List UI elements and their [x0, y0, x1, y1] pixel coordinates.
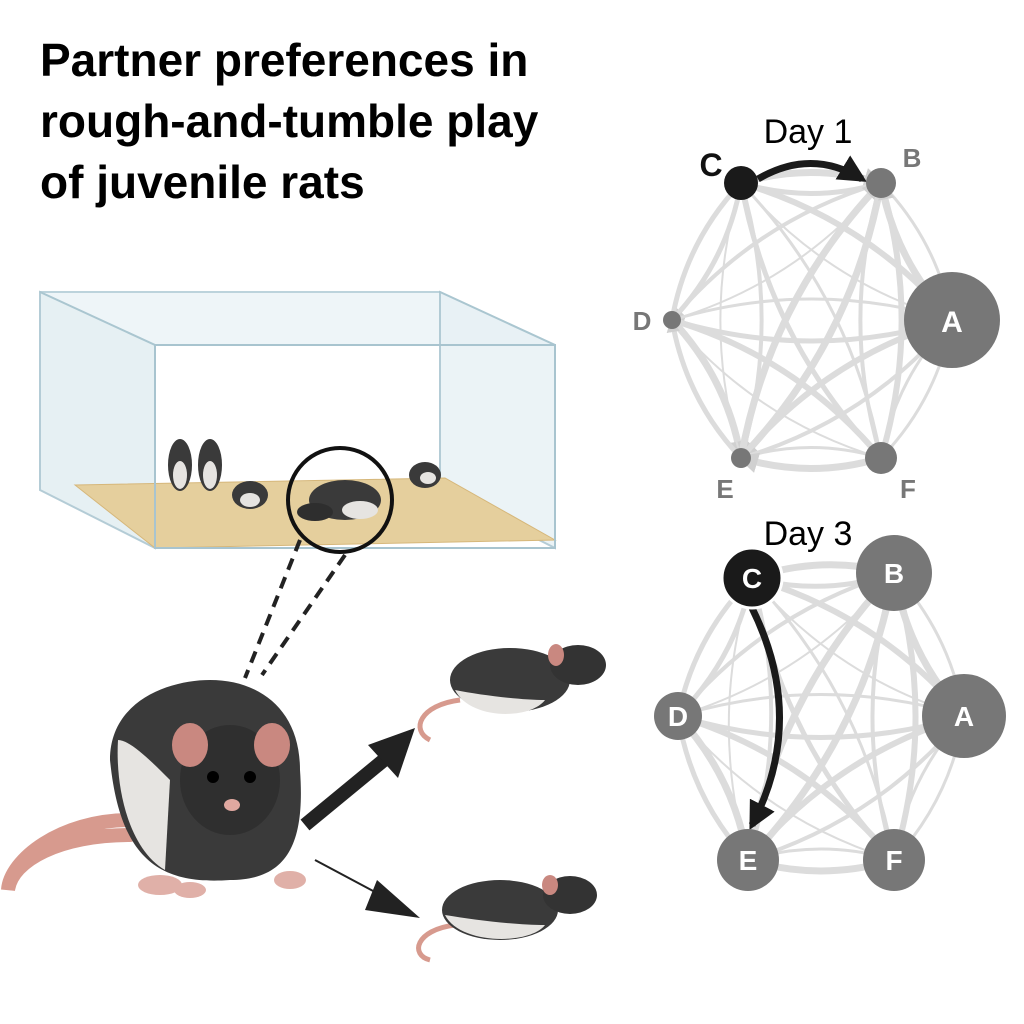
zoom-circle — [286, 446, 394, 554]
node-label: C — [699, 147, 722, 183]
node-A: A — [904, 272, 1000, 368]
title-line-3: of juvenile rats — [40, 156, 365, 208]
network-edge — [719, 181, 743, 459]
node-label: E — [716, 474, 733, 504]
node-A: A — [922, 674, 1006, 758]
network-edge — [737, 179, 884, 459]
highlight-edge — [756, 155, 867, 183]
node-circle — [654, 692, 702, 740]
node-circle — [863, 829, 925, 891]
node-label: D — [633, 306, 652, 336]
node-C: C — [699, 147, 758, 200]
network-day-3: C B A D E F Day 3 — [654, 515, 1006, 891]
node-E: E — [716, 448, 751, 504]
node-circle — [717, 829, 779, 891]
node-circle — [904, 272, 1000, 368]
node-label: A — [941, 306, 963, 339]
zoom-line — [243, 539, 302, 679]
node-label: D — [668, 701, 688, 732]
node-circle — [731, 448, 751, 468]
node-circle — [922, 674, 1006, 758]
zoom-line — [260, 553, 347, 677]
node-circle — [663, 311, 681, 329]
node-circle — [720, 546, 784, 610]
node-F: F — [863, 829, 925, 891]
node-label: E — [739, 845, 758, 876]
network-edge — [858, 180, 884, 459]
network-edge — [735, 180, 883, 460]
node-D: D — [633, 306, 681, 336]
node-F: F — [865, 442, 916, 504]
tank-rats — [168, 439, 441, 521]
network-day-label: Day 3 — [764, 515, 853, 553]
node-C: C — [720, 546, 784, 610]
node-label: F — [900, 474, 916, 504]
network-edge — [736, 452, 883, 473]
network-edge — [670, 179, 884, 322]
node-label: F — [885, 845, 902, 876]
network-edge — [740, 446, 883, 461]
node-circle — [866, 168, 896, 198]
network-edge — [727, 576, 754, 861]
network-edge — [677, 715, 895, 861]
strong-preference-arrow — [300, 749, 395, 831]
network-edge — [669, 180, 744, 321]
node-label: C — [742, 563, 762, 594]
node-circle — [724, 166, 758, 200]
network-edge — [671, 319, 882, 459]
node-B: B — [866, 143, 921, 198]
network-edge — [677, 693, 966, 719]
glass-tank — [39, 290, 557, 550]
title-line-1: Partner preferences in — [40, 34, 529, 86]
title-line-2: rough-and-tumble play — [40, 95, 539, 147]
page-title: Partner preferences in rough-and-tumble … — [40, 30, 640, 213]
highlight-edge — [748, 606, 783, 830]
node-label: B — [884, 558, 904, 589]
node-label: B — [903, 143, 922, 173]
node-circle — [856, 535, 932, 611]
node-circle — [865, 442, 897, 474]
node-D: D — [654, 692, 702, 740]
node-E: E — [717, 829, 779, 891]
partner-rat-2 — [416, 875, 597, 963]
network-day-1: C B A D E F Day 1 — [633, 113, 1000, 504]
network-edge — [870, 570, 897, 861]
focal-rat — [1, 680, 306, 898]
network-edge — [669, 182, 744, 323]
partner-rat-1 — [417, 644, 606, 743]
edges — [672, 558, 968, 875]
network-edge — [666, 317, 743, 460]
node-B: B — [856, 535, 932, 611]
node-label: A — [954, 701, 974, 732]
network-day-label: Day 1 — [764, 113, 853, 151]
